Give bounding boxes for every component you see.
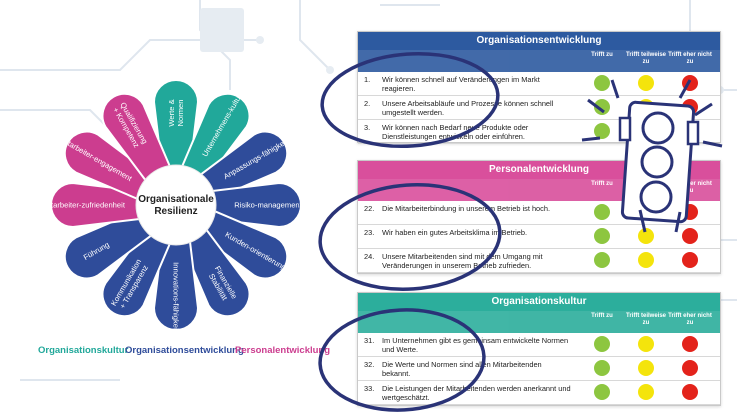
- question-text: Wir können schnell auf Veränderungen im …: [382, 75, 540, 93]
- rating-yellow-dot[interactable]: [638, 360, 654, 376]
- panel-header: Trifft zu Trifft teilweise zu Trifft ehe…: [358, 179, 720, 201]
- question-row: 31. Im Unternehmen gibt es gemeinsam entw…: [358, 333, 720, 357]
- rating-green-dot[interactable]: [594, 384, 610, 400]
- question-text: Die Mitarbeiterbindung in unserem Betrie…: [382, 204, 551, 213]
- flower-petal: [101, 223, 174, 318]
- question-number: 32.: [364, 360, 375, 369]
- rating-red-dot[interactable]: [682, 336, 698, 352]
- flower-petal: [152, 79, 200, 176]
- col-trifft-zu: Trifft zu: [591, 313, 613, 319]
- rating-green-dot[interactable]: [594, 360, 610, 376]
- question-number: 31.: [364, 336, 375, 345]
- col-trifft-zu: Trifft zu: [591, 52, 613, 58]
- flower-petal: [152, 234, 200, 331]
- question-text: Wir können nach Bedarf neue Produkte ode…: [382, 123, 529, 141]
- rating-red-dot[interactable]: [682, 384, 698, 400]
- question-text: Die Werte und Normen sind allen Mitarbei…: [382, 360, 542, 378]
- col-trifft-eher-nicht-zu: Trifft eher nicht zu: [668, 52, 712, 65]
- question-text: Im Unternehmen gibt es gemeinsam entwick…: [382, 336, 569, 354]
- flower-petal: [178, 92, 251, 187]
- rating-green-dot[interactable]: [594, 204, 610, 220]
- flower-petal: [178, 223, 251, 318]
- question-text: Unsere Mitarbeitenden sind mit dem Umgan…: [382, 252, 543, 270]
- flower-petal: [194, 130, 289, 203]
- petal-label: Risiko-management: [234, 201, 302, 210]
- panel-organisationsentwicklung: Organisationsentwicklung Trifft zu Triff…: [357, 31, 721, 144]
- question-number: 3.: [364, 123, 371, 132]
- rating-green-dot[interactable]: [594, 228, 610, 244]
- panel-rows: 22. Die Mitarbeiterbindung in unserem Bet…: [358, 201, 720, 273]
- question-row: 24. Unsere Mitarbeitenden sind mit dem Um…: [358, 249, 720, 273]
- rating-yellow-dot[interactable]: [638, 336, 654, 352]
- panel-rows: 1. Wir können schnell auf Veränderungen i…: [358, 72, 720, 144]
- rating-red-dot[interactable]: [682, 204, 698, 220]
- flower-petal: [63, 130, 158, 203]
- question-number: 2.: [364, 99, 371, 108]
- flower-petal: [194, 207, 289, 280]
- col-trifft-teilweise-zu: Trifft teilweise zu: [625, 181, 666, 194]
- rating-yellow-dot[interactable]: [638, 252, 654, 268]
- legend-personalentwicklung: Personalentwicklung: [235, 345, 331, 356]
- rating-red-dot[interactable]: [682, 252, 698, 268]
- panel-rows: 31. Im Unternehmen gibt es gemeinsam entw…: [358, 333, 720, 405]
- question-text: Die Leistungen der Mitarbeitenden werden…: [382, 384, 571, 402]
- petal-label: Innovations-fähigkeit: [172, 262, 181, 333]
- panel-title: Organisationskultur: [358, 293, 720, 311]
- rating-yellow-dot[interactable]: [638, 123, 654, 139]
- panel-header: Trifft zu Trifft teilweise zu Trifft ehe…: [358, 311, 720, 333]
- rating-red-dot[interactable]: [682, 99, 698, 115]
- rating-red-dot[interactable]: [682, 123, 698, 139]
- col-trifft-teilweise-zu: Trifft teilweise zu: [625, 313, 666, 326]
- petal-label: Mitarbeiter-zufriedenheit: [43, 201, 126, 210]
- rating-red-dot[interactable]: [682, 228, 698, 244]
- question-row: 32. Die Werte und Normen sind allen Mitar…: [358, 357, 720, 381]
- col-trifft-eher-nicht-zu: Trifft eher nicht zu: [668, 313, 712, 326]
- question-number: 33.: [364, 384, 375, 393]
- flower-center: [135, 164, 217, 246]
- question-row: 33. Die Leistungen der Mitarbeitenden wer…: [358, 381, 720, 405]
- question-row: 1. Wir können schnell auf Veränderungen i…: [358, 72, 720, 96]
- rating-yellow-dot[interactable]: [638, 204, 654, 220]
- question-number: 23.: [364, 228, 375, 237]
- rating-green-dot[interactable]: [594, 252, 610, 268]
- rating-red-dot[interactable]: [682, 75, 698, 91]
- flower-petal: [63, 207, 158, 280]
- legend-organisationskultur: Organisationskultur: [38, 345, 129, 356]
- panel-header: Trifft zu Trifft teilweise zu Trifft ehe…: [358, 50, 720, 72]
- question-text: Wir haben ein gutes Arbeitsklima im Betr…: [382, 228, 528, 237]
- question-number: 24.: [364, 252, 375, 261]
- question-row: 3. Wir können nach Bedarf neue Produkte o…: [358, 120, 720, 144]
- col-trifft-zu: Trifft zu: [591, 181, 613, 187]
- panel-organisationskultur: Organisationskultur Trifft zu Trifft tei…: [357, 292, 721, 406]
- rating-green-dot[interactable]: [594, 123, 610, 139]
- flower-petal: [50, 181, 147, 229]
- panel-personalentwicklung: Personalentwicklung Trifft zu Trifft tei…: [357, 160, 721, 274]
- col-trifft-eher-nicht-zu: Trifft eher nicht zu: [668, 181, 712, 194]
- rating-yellow-dot[interactable]: [638, 75, 654, 91]
- rating-yellow-dot[interactable]: [638, 99, 654, 115]
- rating-yellow-dot[interactable]: [638, 384, 654, 400]
- question-text: Unsere Arbeitsabläufe und Prozesse könne…: [382, 99, 554, 117]
- col-trifft-teilweise-zu: Trifft teilweise zu: [625, 52, 666, 65]
- question-number: 1.: [364, 75, 371, 84]
- petal-label: Werte &Normen: [167, 99, 185, 126]
- flower-petal: [205, 181, 302, 229]
- rating-green-dot[interactable]: [594, 75, 610, 91]
- question-row: 22. Die Mitarbeiterbindung in unserem Bet…: [358, 201, 720, 225]
- rating-yellow-dot[interactable]: [638, 228, 654, 244]
- rating-red-dot[interactable]: [682, 360, 698, 376]
- rating-green-dot[interactable]: [594, 336, 610, 352]
- panel-title: Personalentwicklung: [358, 161, 720, 179]
- panel-title: Organisationsentwicklung: [358, 32, 720, 50]
- question-number: 22.: [364, 204, 375, 213]
- rating-green-dot[interactable]: [594, 99, 610, 115]
- legend-organisationsentwicklung: Organisationsentwicklung: [125, 345, 244, 356]
- question-row: 2. Unsere Arbeitsabläufe und Prozesse kön…: [358, 96, 720, 120]
- question-row: 23. Wir haben ein gutes Arbeitsklima im B…: [358, 225, 720, 249]
- flower-petal: [101, 92, 174, 187]
